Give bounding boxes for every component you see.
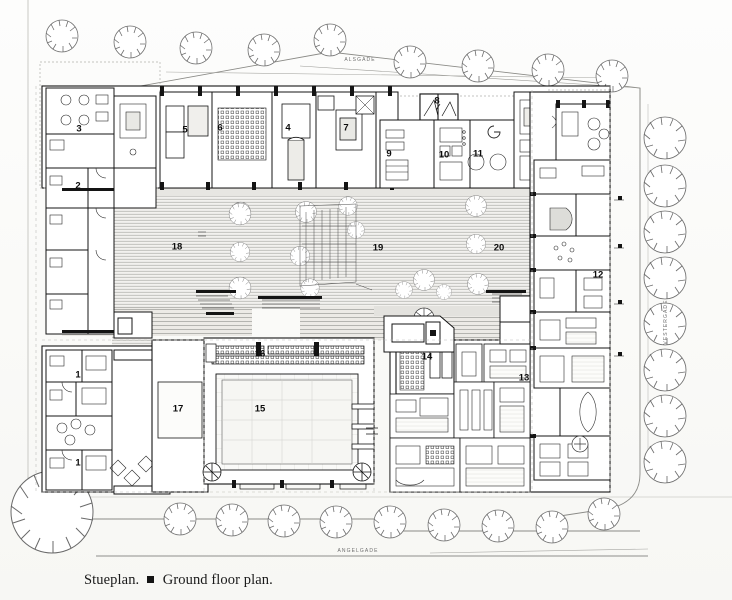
room-label: 5	[182, 124, 188, 136]
caption-english: Ground floor plan.	[162, 572, 273, 588]
caption-danish: Stueplan.	[84, 572, 140, 588]
filled-square-icon	[147, 576, 155, 583]
room-label: 14	[421, 351, 433, 363]
room-label: 3	[76, 123, 82, 135]
tree-top-left-pair	[45, 19, 79, 53]
room-label: 12	[592, 269, 604, 281]
room-label: 4	[285, 122, 291, 134]
room-label: 13	[518, 372, 530, 384]
figure-caption: Stueplan. Ground floor plan.	[84, 572, 273, 589]
room-label: 10	[438, 149, 450, 161]
floor-plan-drawing	[10, 0, 732, 557]
plan-svg	[10, 0, 732, 557]
room-label: 2	[75, 180, 81, 192]
room-label: 18	[171, 241, 183, 253]
room-label: 11	[472, 148, 484, 160]
room-label: 9	[386, 148, 392, 160]
room-label: 1	[75, 369, 81, 381]
street-label-right: VESTERGADE	[663, 299, 669, 345]
room-label: 16	[254, 348, 266, 360]
street-label-bottom: ANGELGADE	[337, 548, 379, 554]
room-label: 7	[343, 122, 349, 134]
room-label: 6	[217, 122, 223, 134]
room-label: 17	[172, 403, 184, 415]
room-label: 8	[434, 95, 440, 107]
room-label: 20	[493, 242, 505, 254]
room-label: 19	[372, 242, 384, 254]
room-label: 15	[254, 403, 266, 415]
room-label: 1	[75, 457, 81, 469]
street-label-top: ALSGADE	[344, 57, 376, 63]
